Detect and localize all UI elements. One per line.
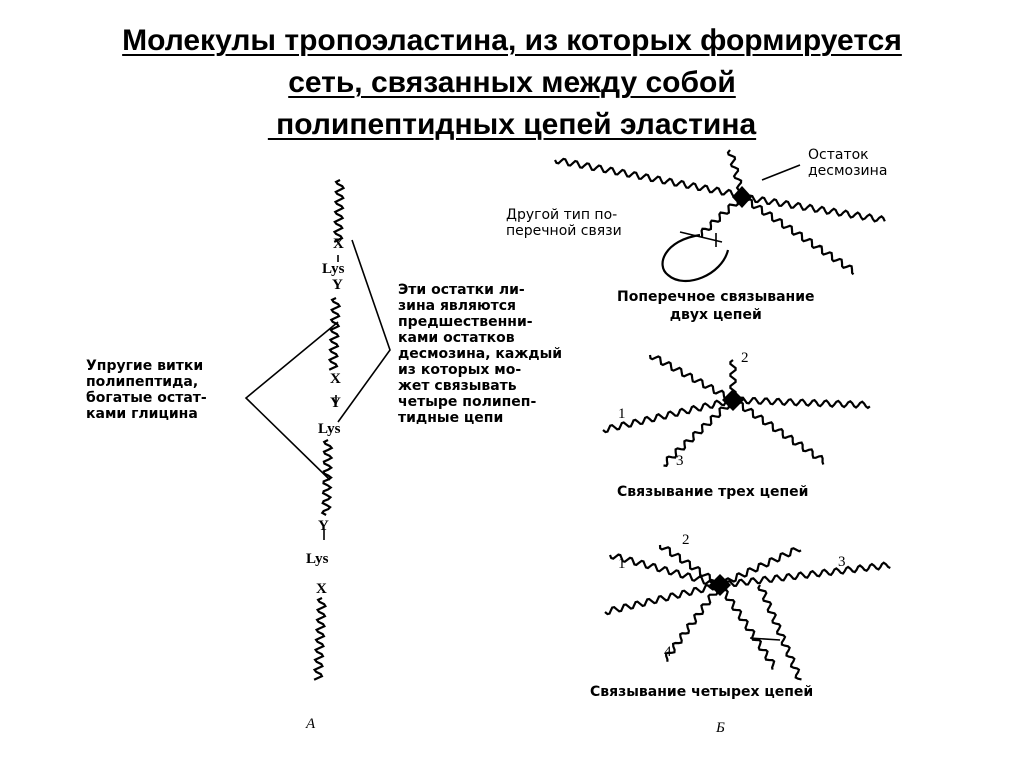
chain-number-3: 3 xyxy=(676,453,684,469)
link-bar xyxy=(749,637,781,641)
polypeptide-chain xyxy=(700,195,743,238)
chain-y-label: Y xyxy=(332,277,343,293)
chain-number-4: 4 xyxy=(664,644,672,660)
elastic-coils-note: Упругие витки полипептида, богатые остат… xyxy=(86,358,207,422)
polypeptide-chain xyxy=(602,396,735,434)
polypeptide-chain xyxy=(726,149,746,195)
desmosine-node xyxy=(732,186,752,208)
polypeptide-chain xyxy=(719,561,891,589)
polypeptide-chain xyxy=(664,583,721,662)
elastic-coil-segment-2 xyxy=(327,297,342,371)
other-link-pointer xyxy=(679,231,723,243)
two-chain-caption: Поперечное связывание двух цепей xyxy=(617,289,815,323)
chain-x-label: X xyxy=(330,371,341,387)
four-chain-caption: Связывание четырех цепей xyxy=(590,684,814,700)
title-line-1: Молекулы тропоэластина, из которых форми… xyxy=(122,24,902,57)
other-crosslink-label: Другой тип по- перечной связи xyxy=(506,207,622,239)
chain-x-label: X xyxy=(333,236,344,252)
chain-y-label: Y xyxy=(318,518,329,534)
polypeptide-chain xyxy=(604,581,720,616)
right-note-bracket xyxy=(337,239,391,423)
polypeptide-chain xyxy=(554,157,742,198)
chain-lys-label: Lys xyxy=(322,261,345,277)
chain-number-2: 2 xyxy=(741,350,749,366)
title-line-2: сеть, связанных между собой xyxy=(288,66,736,99)
desmosine-pointer xyxy=(761,164,801,181)
chain-number-1: 1 xyxy=(618,556,626,572)
polypeptide-chain xyxy=(740,196,855,276)
desmosine-residue-label: Остаток десмозина xyxy=(808,147,888,179)
polypeptide-chain xyxy=(658,544,721,586)
two-chain-crosslink xyxy=(554,149,886,283)
title-line-3: полипептидных цепей эластина xyxy=(267,108,757,141)
polypeptide-chain xyxy=(732,396,871,410)
lysine-residues-note: Эти остатки ли- зина являются предшестве… xyxy=(398,282,563,426)
chain-y-label: Y xyxy=(330,395,341,411)
three-chain-crosslink xyxy=(602,354,871,467)
polypeptide-chain xyxy=(719,547,802,588)
desmosine-node xyxy=(709,574,731,596)
chain-number-3: 3 xyxy=(838,554,846,570)
chain-lys-label: Lys xyxy=(306,551,329,567)
chain-x-label: X xyxy=(316,581,327,597)
elastic-coil-segment-1 xyxy=(332,179,346,243)
three-chain-caption: Связывание трех цепей xyxy=(617,484,809,500)
panel-a-marker: А xyxy=(306,716,316,732)
polypeptide-chain xyxy=(648,354,735,401)
polypeptide-chain xyxy=(663,398,734,467)
polypeptide-chain xyxy=(731,399,825,465)
polypeptide-chain xyxy=(608,553,721,589)
chain-number-2: 2 xyxy=(682,532,690,548)
chain-number-1: 1 xyxy=(618,406,626,422)
elastic-coil-segment-4 xyxy=(312,597,327,681)
polypeptide-chain xyxy=(717,584,776,670)
four-chain-crosslink xyxy=(604,544,891,681)
polypeptide-chain xyxy=(757,584,802,681)
elastic-coil-segment-3 xyxy=(320,439,334,516)
panel-b-marker: Б xyxy=(716,720,725,736)
crosslink-loop xyxy=(661,233,730,283)
polypeptide-chain xyxy=(741,194,886,223)
desmosine-node xyxy=(722,389,744,411)
left-note-bracket xyxy=(244,321,339,481)
chain-lys-label: Lys xyxy=(318,421,341,437)
